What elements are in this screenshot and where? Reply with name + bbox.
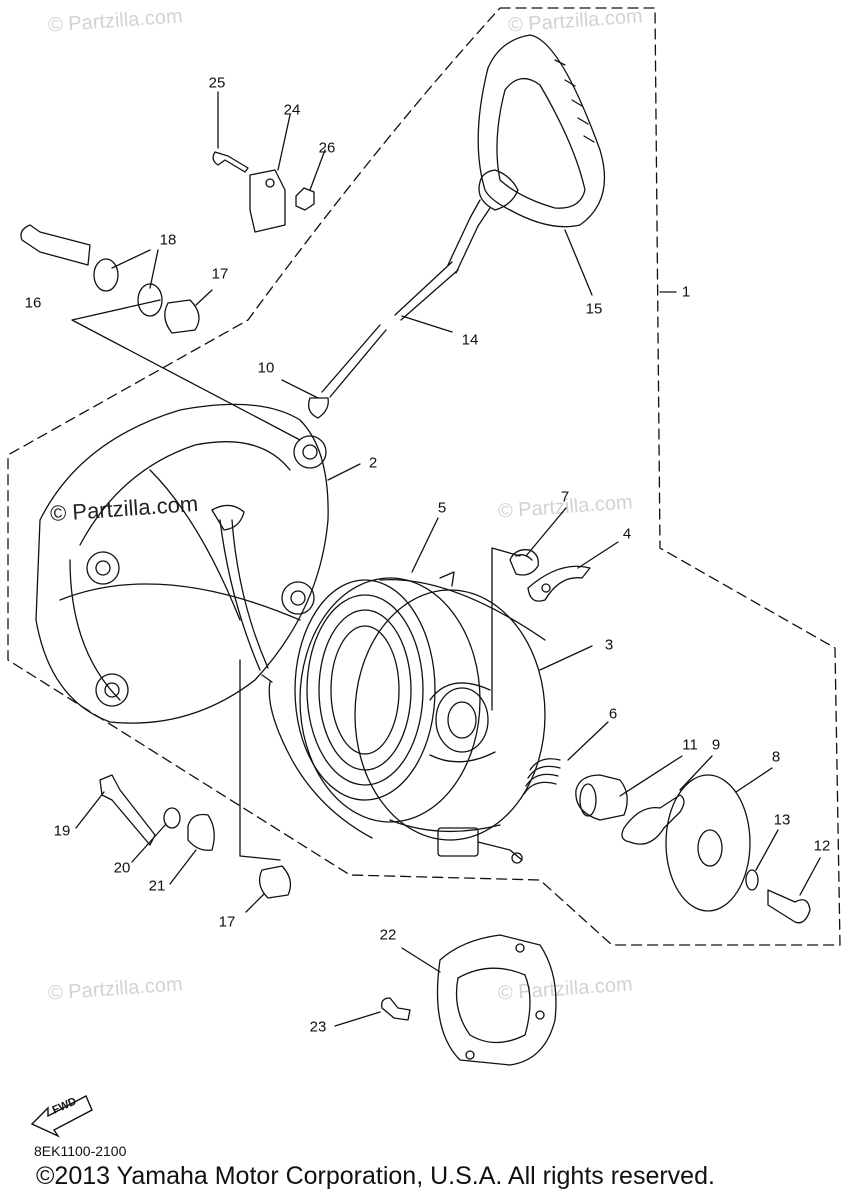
callout-leader-8 [735, 767, 773, 793]
fwd-label: FWD [50, 1095, 79, 1117]
guide-line-lower [239, 659, 281, 861]
starter-case [35, 403, 329, 724]
cover-screw [381, 997, 411, 1021]
callout-leader-15 [564, 229, 593, 296]
callout-leader-2 [327, 463, 361, 481]
callout-5: 5 [437, 499, 447, 517]
callout-leader-20 [131, 823, 167, 863]
callout-8: 8 [771, 748, 781, 766]
callout-leader-23 [334, 1011, 381, 1027]
mount-bolt [20, 224, 91, 266]
guide-line-pawl [491, 547, 521, 711]
fwd-arrow [30, 1095, 93, 1138]
reel [299, 577, 546, 864]
callout-22: 22 [379, 926, 397, 944]
fwd-badge: FWD [28, 1088, 92, 1132]
callout-15: 15 [585, 300, 603, 318]
reel-rope-exit [268, 681, 373, 839]
bracket [249, 169, 286, 233]
callout-6: 6 [608, 705, 618, 723]
callout-leader-17a [195, 289, 213, 306]
washer-b [137, 283, 163, 317]
callout-leader-11 [619, 755, 683, 797]
callout-leader-7 [525, 507, 567, 557]
washer-a [93, 258, 119, 292]
center-bolt [767, 889, 811, 924]
return-spring [523, 758, 561, 795]
collar-upper [164, 299, 200, 334]
copyright-notice: ©2013 Yamaha Motor Corporation, U.S.A. A… [36, 1162, 715, 1190]
callout-leader-9 [679, 755, 713, 791]
callout-leader-26 [309, 149, 326, 191]
callout-leader-6 [567, 721, 609, 761]
diagram-code: 8EK1100-2100 [34, 1143, 127, 1159]
callout-26: 26 [318, 139, 336, 157]
callout-17-upper: 17 [211, 265, 229, 283]
callout-18: 18 [159, 231, 177, 249]
grommet [187, 813, 215, 851]
callout-25: 25 [208, 74, 226, 92]
lower-bolt [99, 774, 156, 846]
callout-leader-19 [75, 791, 105, 829]
collar-lower [258, 865, 292, 899]
callout-leader-17b [245, 893, 265, 913]
bracket-nut [295, 187, 315, 211]
callout-16: 16 [24, 294, 42, 312]
callout-13: 13 [773, 811, 791, 829]
callout-9: 9 [711, 736, 721, 754]
callout-2: 2 [368, 454, 378, 472]
callout-21: 21 [148, 877, 166, 895]
callout-20: 20 [113, 859, 131, 877]
starter-cover [436, 934, 557, 1066]
callout-10: 10 [257, 359, 275, 377]
callout-19: 19 [53, 822, 71, 840]
bracket-bolt [212, 151, 249, 173]
pawl-spring [509, 549, 539, 576]
callout-leader-22 [401, 947, 441, 973]
callout-leader-24 [277, 114, 291, 171]
pawl [527, 565, 591, 602]
callout-14: 14 [461, 331, 479, 349]
callout-4: 4 [622, 525, 632, 543]
callout-leader-18 [111, 249, 159, 289]
assembly-boundary [7, 7, 841, 946]
callout-leader-5 [411, 517, 439, 573]
callout-leader-21 [169, 849, 197, 885]
callout-11: 11 [682, 736, 698, 754]
callout-7: 7 [560, 488, 570, 506]
callout-1: 1 [681, 283, 691, 301]
callout-24: 24 [283, 101, 301, 119]
guide-line-upper [71, 299, 301, 441]
bracket-hole [265, 178, 275, 188]
callout-3: 3 [604, 636, 614, 654]
friction-plate [621, 794, 685, 845]
callout-leader-10 [281, 379, 319, 399]
small-washer [745, 869, 759, 891]
callout-leader-13 [755, 829, 779, 871]
starter-rope [307, 199, 491, 419]
callout-23: 23 [309, 1018, 327, 1036]
callout-12: 12 [813, 837, 831, 855]
callout-17-lower: 17 [218, 913, 236, 931]
spiral-spring [294, 571, 455, 801]
callout-leader-3 [539, 645, 593, 671]
drive-plate [665, 774, 751, 912]
callout-leader-12 [799, 857, 821, 896]
starter-handle [477, 34, 606, 228]
callout-leader-14 [401, 315, 453, 333]
callout-leader-4 [577, 541, 619, 569]
lower-washer [163, 807, 181, 829]
